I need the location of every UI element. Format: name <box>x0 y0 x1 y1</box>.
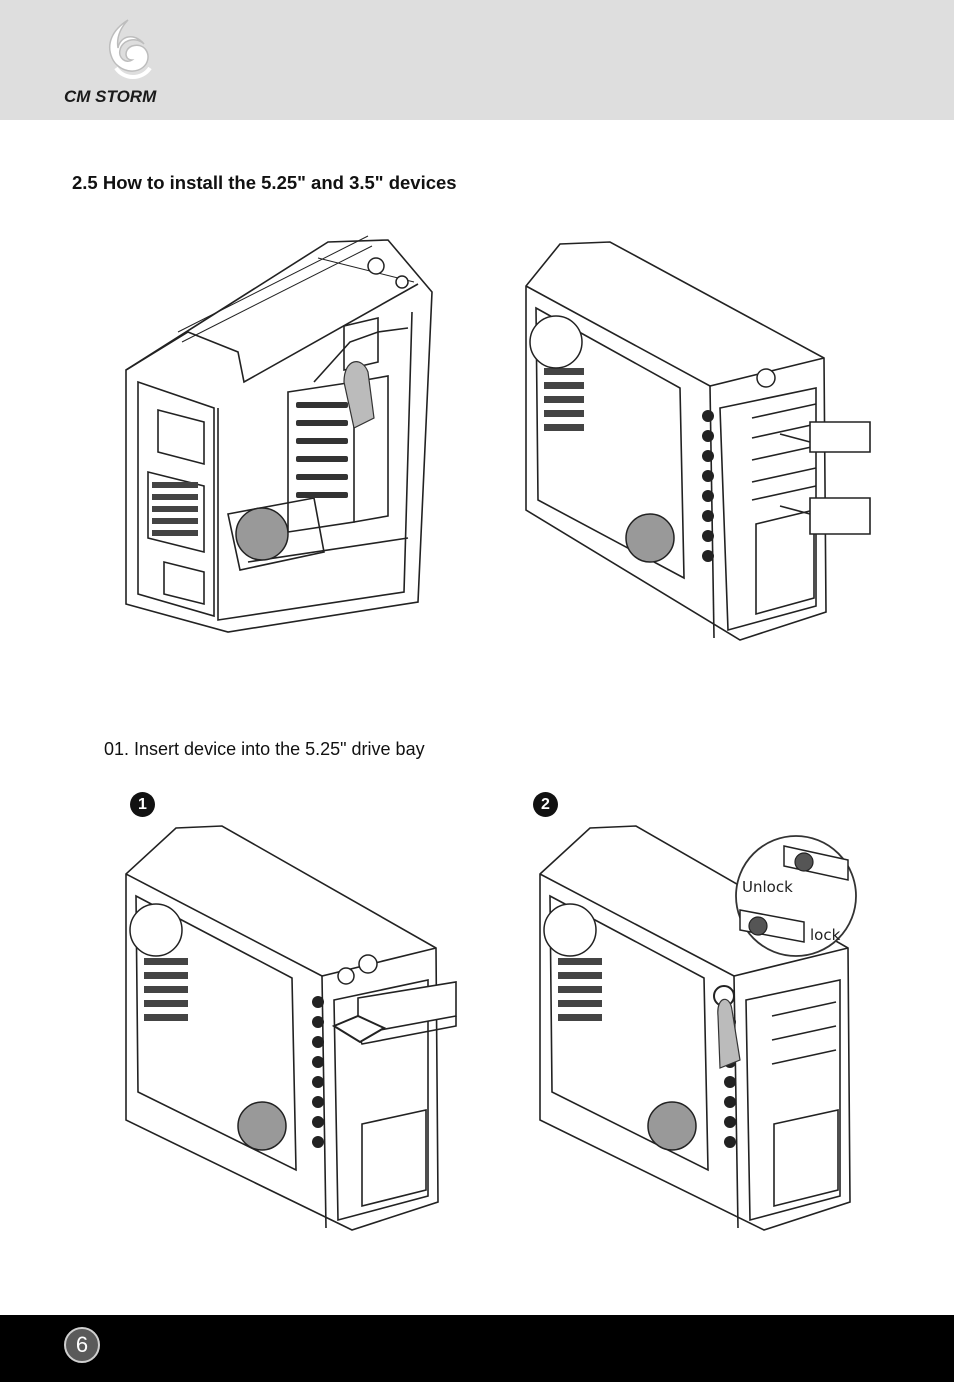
insert-drive-illustration <box>125 825 457 1231</box>
step-badge-1: 1 <box>130 792 155 817</box>
cm-storm-logo-icon <box>108 19 152 79</box>
lock-label: lock <box>810 926 841 944</box>
lock-drive-illustration: Unlock lock <box>539 825 857 1231</box>
svg-text:CM STORM: CM STORM <box>64 87 157 106</box>
step-title: 01. Insert device into the 5.25" drive b… <box>104 739 425 759</box>
section-title: 2.5 How to install the 5.25" and 3.5" de… <box>72 172 457 193</box>
case-interior-illustration <box>125 235 433 633</box>
page-number: 6 <box>64 1327 100 1363</box>
case-front-bay-covers-illustration <box>525 241 871 641</box>
page-header: CM STORM <box>0 0 954 120</box>
step-badge-2: 2 <box>533 792 558 817</box>
unlock-label: Unlock <box>742 878 793 896</box>
cm-storm-wordmark: CM STORM <box>64 87 157 106</box>
page-footer <box>0 1315 954 1382</box>
